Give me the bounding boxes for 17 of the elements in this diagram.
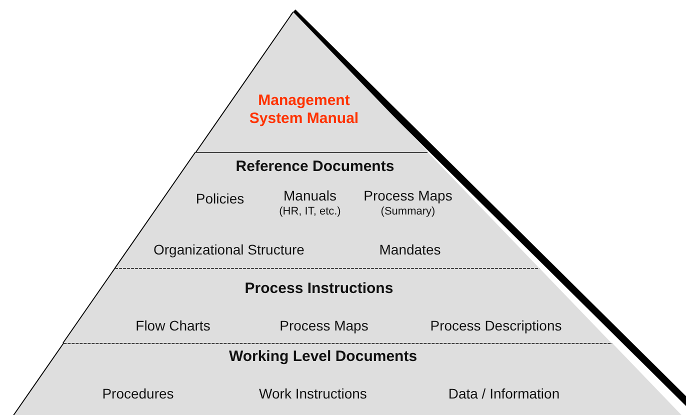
document-type-label: Policies [196,190,244,208]
note-text: (HR, IT, etc.) [279,205,341,219]
band-heading: Process Instructions [244,280,394,298]
document-type-label: Manuals [284,188,336,204]
note-text: (Summary) [380,205,436,219]
document-type-label: Mandates [379,242,441,258]
document-type-label: Procedures [102,386,174,402]
band-heading: Reference Documents [236,158,394,176]
document-type-label: Process Maps [364,188,452,204]
document-type-label: Data / Information [448,386,560,402]
band-heading: Working Level Documents [228,348,418,366]
document-type-label: Work Instructions [259,386,367,402]
document-type-label: Process Descriptions [430,318,562,334]
document-type-label: Flow Charts [136,318,210,334]
document-type-label: Process Maps [280,318,368,334]
pyramid-apex-title: Management System Manual [248,92,359,128]
document-type-label: Organizational Structure [154,242,304,258]
